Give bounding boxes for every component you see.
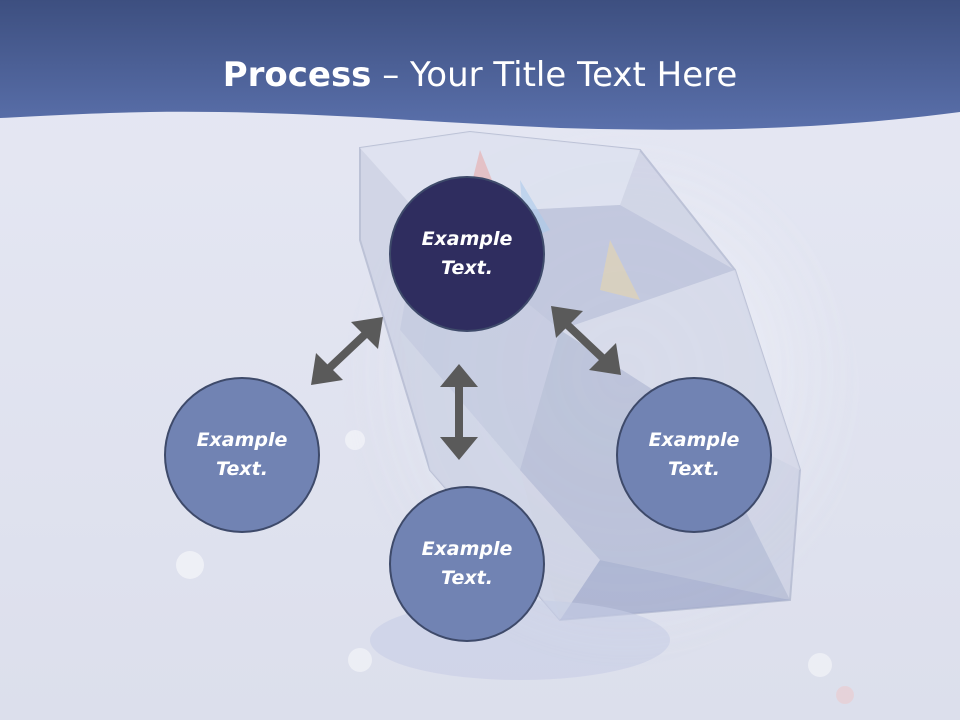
- title-bold: Process: [222, 55, 372, 95]
- arrow-top-bottom: [440, 364, 478, 460]
- node-bottom-line2: Text.: [441, 567, 493, 589]
- node-left-line1: Example: [196, 429, 288, 451]
- node-bottom-line1: Example: [421, 538, 513, 560]
- arrow-top-left: [311, 317, 383, 385]
- arrows: [311, 306, 621, 460]
- node-right-line2: Text.: [668, 458, 720, 480]
- title-rest: – Your Title Text Here: [371, 55, 738, 95]
- arrow-top-right: [551, 306, 621, 375]
- node-top-line2: Text.: [441, 257, 493, 279]
- node-right-line1: Example: [648, 429, 740, 451]
- node-left-line2: Text.: [216, 458, 268, 480]
- page-title: Process – Your Title Text Here: [0, 50, 960, 100]
- node-top-line1: Example: [421, 228, 513, 250]
- header-band: [0, 0, 960, 130]
